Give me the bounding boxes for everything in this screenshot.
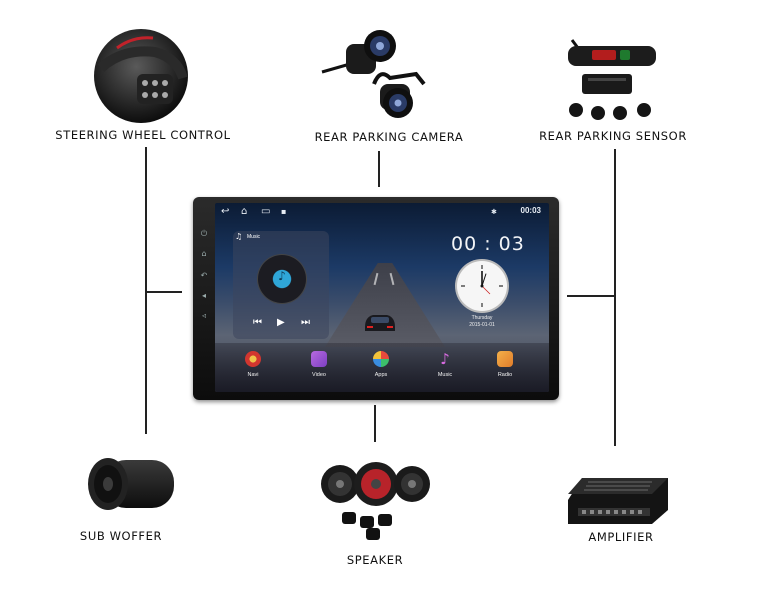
label-amplifier: AMPLIFIER: [588, 530, 654, 544]
music-widget[interactable]: ♫ Music ♪ ⏮ ▶ ⏭: [233, 231, 329, 339]
analog-clock: [457, 261, 507, 311]
speakers-image: [321, 462, 430, 540]
rear-camera-image: [321, 30, 426, 118]
connector-sensor-v: [614, 149, 616, 446]
home-side-icon[interactable]: ⌂: [201, 249, 207, 258]
power-icon[interactable]: ⏻: [200, 229, 208, 238]
app-label: Apps: [374, 372, 388, 378]
volume-up-icon[interactable]: ◂: [201, 291, 206, 300]
app-navi[interactable]: Navi: [233, 351, 273, 378]
prev-icon[interactable]: ⏮: [253, 317, 262, 328]
label-rear-parking-sensor: REAR PARKING SENSOR: [539, 129, 687, 143]
music-widget-label: Music: [247, 234, 261, 240]
video-icon: [311, 351, 327, 367]
sd-card-icon: ▪: [281, 207, 287, 216]
back-side-icon[interactable]: ↶: [200, 271, 208, 280]
app-music[interactable]: ♪ Music: [425, 351, 465, 378]
car-image: [365, 315, 395, 331]
status-bar: ↩ ⌂ ▭ ▪ ✱ 00:03: [215, 203, 549, 221]
music-icon: ♪: [440, 350, 450, 368]
connector-camera: [378, 151, 380, 187]
app-video[interactable]: Video: [299, 351, 339, 378]
app-label: Navi: [247, 372, 259, 378]
clock-day: Thursday: [471, 315, 493, 321]
app-radio[interactable]: Radio: [485, 351, 525, 378]
bezel-buttons: ⏻ ⌂ ↶ ◂ ◃: [193, 197, 215, 400]
disc-note-icon: ♪: [278, 269, 286, 283]
head-unit: ⏻ ⌂ ↶ ◂ ◃ ↩ ⌂ ▭ ▪ ✱ 00:03 ♫ Music ♪ ⏮ ▶ …: [193, 197, 559, 400]
volume-down-icon[interactable]: ◃: [201, 311, 206, 320]
label-sub-woofer: SUB WOFFER: [79, 529, 163, 543]
apps-icon: [373, 351, 389, 367]
label-speaker: SPEAKER: [346, 553, 404, 567]
amplifier-image: [568, 478, 668, 524]
digital-clock: 00 : 03: [451, 233, 525, 255]
album-disc: ♪: [258, 255, 306, 303]
recent-apps-icon[interactable]: ▭: [261, 206, 271, 217]
steering-wheel-image: [94, 29, 188, 123]
app-label: Radio: [497, 372, 513, 378]
status-time: 00:03: [520, 206, 541, 215]
connector-steering-v: [145, 147, 147, 434]
app-dock: Navi Video Apps ♪ Music Radio: [215, 343, 549, 392]
label-rear-parking-camera: REAR PARKING CAMERA: [314, 130, 464, 144]
connector-speaker: [374, 405, 376, 442]
radio-icon: [497, 351, 513, 367]
clock-date: 2015-01-01: [469, 322, 495, 328]
back-icon[interactable]: ↩: [221, 206, 230, 217]
navi-icon: [245, 351, 261, 367]
app-label: Music: [437, 372, 453, 378]
display-screen: ↩ ⌂ ▭ ▪ ✱ 00:03 ♫ Music ♪ ⏮ ▶ ⏭ 00 : 03: [215, 203, 549, 392]
connector-steering-h: [145, 291, 182, 293]
label-steering-wheel-control: STEERING WHEEL CONTROL: [55, 128, 231, 142]
music-note-icon: ♫: [235, 232, 243, 241]
subwoofer-image: [88, 458, 174, 510]
parking-sensor-image: [568, 39, 656, 120]
home-icon[interactable]: ⌂: [241, 206, 248, 217]
app-label: Video: [312, 372, 326, 378]
next-icon[interactable]: ⏭: [301, 317, 310, 328]
play-icon[interactable]: ▶: [277, 317, 285, 328]
app-apps[interactable]: Apps: [361, 351, 401, 378]
connector-sensor-h: [567, 295, 615, 297]
bluetooth-icon: ✱: [491, 208, 497, 216]
